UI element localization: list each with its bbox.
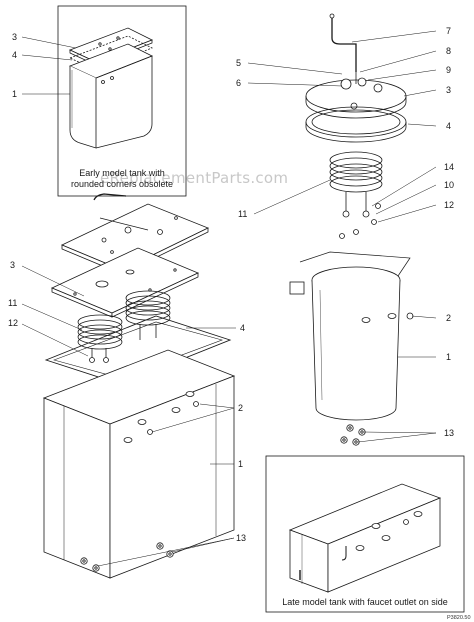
callout-right-12: 12 xyxy=(444,200,454,210)
right-feet xyxy=(340,424,366,446)
left-feet xyxy=(80,542,174,572)
callout-right-6: 6 xyxy=(236,78,241,88)
caption-late-model: Late model tank with faucet outlet on si… xyxy=(282,597,448,607)
inset-late-model-frame xyxy=(265,455,465,613)
callout-left-13: 13 xyxy=(236,533,246,543)
callout-inset-3: 3 xyxy=(12,32,17,42)
callout-right-11: 11 xyxy=(238,209,247,219)
callout-left-4: 4 xyxy=(240,323,245,333)
callout-right-13: 13 xyxy=(444,428,454,438)
left-heater-plate xyxy=(51,247,199,318)
right-callout-leaders xyxy=(247,30,437,443)
drawing-code: P3820.50 xyxy=(447,615,471,621)
callout-right-14: 14 xyxy=(444,162,454,172)
right-top-cover xyxy=(305,72,407,119)
right-wiring-harness xyxy=(329,13,357,72)
left-tank xyxy=(42,349,236,579)
callout-left-11: 11 xyxy=(8,298,17,308)
callout-right-1: 1 xyxy=(446,352,451,362)
inset-callouts xyxy=(21,36,77,95)
callout-right-3: 3 xyxy=(446,85,451,95)
callout-left-12: 12 xyxy=(8,318,18,328)
watermark-text: eReplacementParts.com xyxy=(100,169,288,187)
left-gasket xyxy=(44,315,232,385)
callout-right-10: 10 xyxy=(444,180,454,190)
callout-right-9: 9 xyxy=(446,65,451,75)
callout-left-2: 2 xyxy=(238,403,243,413)
left-callout-leaders xyxy=(21,265,236,567)
callout-inset-4: 4 xyxy=(12,50,17,60)
inset-early-tank xyxy=(68,43,153,149)
callout-right-4: 4 xyxy=(446,121,451,131)
callout-left-1: 1 xyxy=(238,459,243,469)
inset-late-tank xyxy=(288,483,442,593)
callout-right-2: 2 xyxy=(446,313,451,323)
left-heating-elements xyxy=(77,290,171,363)
callout-right-7: 7 xyxy=(446,26,451,36)
caption-early-model: Early model tank with rounded corners ob… xyxy=(70,168,174,189)
right-tank xyxy=(289,251,414,421)
callout-right-5: 5 xyxy=(236,58,241,68)
right-heating-element xyxy=(329,151,383,239)
callout-inset-1: 1 xyxy=(12,89,17,99)
callout-right-8: 8 xyxy=(446,46,451,56)
callout-left-3: 3 xyxy=(10,260,15,270)
right-gasket xyxy=(305,106,407,143)
